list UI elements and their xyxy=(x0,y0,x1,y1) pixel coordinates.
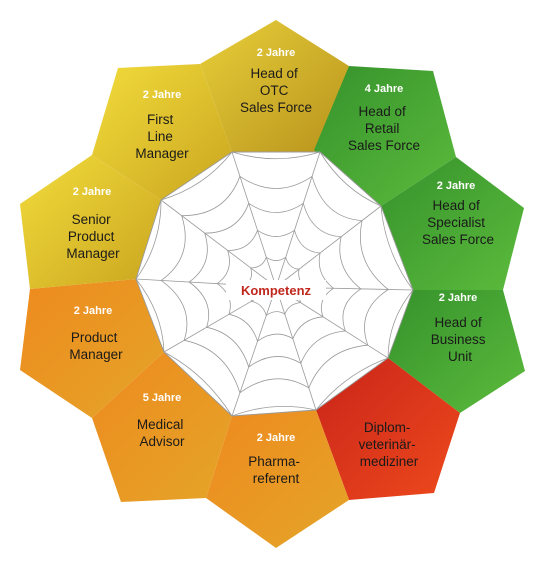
segment-head-otc-line-2: OTC xyxy=(260,83,289,98)
web-rim-scallop xyxy=(380,205,414,291)
svg-text:Pharma- referent: Pharma- referent xyxy=(248,454,304,486)
segment-senior-product-manager-shape xyxy=(20,155,161,289)
web-ring xyxy=(216,229,335,342)
segment-medical-advisor: 5 Jahre Medical Advisor xyxy=(92,352,232,502)
segment-head-specialist-line-2: Specialist xyxy=(427,215,485,230)
segment-first-line-manager-line-3: Manager xyxy=(135,146,189,161)
segment-senior-product-manager-line-3: Manager xyxy=(66,246,120,261)
segment-pharmareferent-shape xyxy=(206,410,349,548)
web-spoke xyxy=(275,286,317,411)
career-segments: 2 Jahre Head of OTC Sales Force 4 Jahre … xyxy=(20,20,525,548)
segment-diplom-veterinaer-line-2: veterinär- xyxy=(359,437,416,452)
svg-text:Diplom- veterinär-: Diplom- veterinär- mediziner xyxy=(359,420,420,469)
svg-text:Head of Specialist: Head of Specialist Sales Force xyxy=(422,198,494,247)
segment-pharmareferent-line-1: Pharma- xyxy=(248,454,300,469)
web-rim-scallop xyxy=(319,151,382,207)
segment-head-retail-duration: 4 Jahre xyxy=(365,83,404,95)
web-spoke xyxy=(275,205,382,288)
svg-text:Medical Advisor: Medical Advisor xyxy=(137,417,187,449)
segment-head-otc-line-3: Sales Force xyxy=(240,100,312,115)
svg-text:First Line Man: First Line Manager xyxy=(135,112,189,161)
segment-head-retail-line-1: Head of xyxy=(358,104,406,119)
segment-senior-product-manager: 2 Jahre Senior Product Manager xyxy=(20,155,161,289)
segment-head-otc-duration: 2 Jahre xyxy=(257,47,296,59)
segment-head-business-unit-duration: 2 Jahre xyxy=(439,292,478,304)
web-rim-scallop xyxy=(315,357,389,411)
segment-head-business-unit-line-1: Head of xyxy=(434,315,482,330)
segment-product-manager-duration: 2 Jahre xyxy=(74,305,113,317)
web-rim-scallop xyxy=(135,278,165,353)
web-spoke xyxy=(160,199,277,288)
segment-senior-product-manager-line-2: Product xyxy=(68,229,115,244)
segment-medical-advisor-line-1: Medical xyxy=(137,417,184,432)
segment-senior-product-manager-line-1: Senior xyxy=(72,212,112,227)
segment-product-manager: 2 Jahre Product Manager xyxy=(20,279,164,418)
segment-first-line-manager-duration: 2 Jahre xyxy=(143,89,182,101)
web-rim-scallop xyxy=(387,289,414,359)
segment-head-specialist: 2 Jahre Head of Specialist Sales Force xyxy=(381,157,524,290)
web-rim-scallop xyxy=(163,351,233,417)
segment-senior-product-manager-duration: 2 Jahre xyxy=(73,186,112,198)
segment-head-specialist-shape xyxy=(381,157,524,290)
center-label-backdrop xyxy=(226,280,326,300)
web-spoke xyxy=(231,286,277,417)
segment-pharmareferent-line-2: referent xyxy=(253,471,300,486)
web-spoke xyxy=(275,151,321,288)
segment-medical-advisor-line-2: Advisor xyxy=(139,434,185,449)
segment-product-manager-line-1: Product xyxy=(71,330,118,345)
segment-product-manager-shape xyxy=(20,279,164,418)
web-rim-scallop xyxy=(231,151,321,160)
segment-head-retail-line-3: Sales Force xyxy=(348,138,420,153)
web-spoke xyxy=(231,151,277,288)
segment-head-retail-shape xyxy=(314,66,456,206)
segment-head-otc: 2 Jahre Head of OTC Sales Force xyxy=(200,20,349,152)
svg-text:Head of OTC Sa: Head of OTC Sales Force xyxy=(240,66,312,115)
segment-first-line-manager-line-1: First xyxy=(147,112,173,127)
svg-text:Head of Business: Head of Business Unit xyxy=(431,315,490,364)
web-rim-scallop xyxy=(231,405,317,417)
segment-diplom-veterinaer-line-1: Diplom- xyxy=(364,420,411,435)
segment-first-line-manager-shape xyxy=(92,64,232,200)
svg-text:Head of Retail: Head of Retail Sales Force xyxy=(348,104,420,153)
svg-text:Product Manager: Product Manager xyxy=(69,330,123,362)
segment-head-business-unit-line-2: Business xyxy=(431,332,486,347)
center-label: Kompetenz xyxy=(241,283,312,298)
segment-head-business-unit-shape xyxy=(388,290,525,413)
segment-pharmareferent-duration: 2 Jahre xyxy=(257,432,296,444)
web-ring xyxy=(160,175,389,394)
segment-head-specialist-line-3: Sales Force xyxy=(422,232,494,247)
segment-head-specialist-duration: 2 Jahre xyxy=(437,180,476,192)
segment-head-retail-line-2: Retail xyxy=(365,121,400,136)
segment-head-otc-shape xyxy=(200,20,349,152)
segment-product-manager-line-2: Manager xyxy=(69,347,123,362)
segment-medical-advisor-shape xyxy=(92,352,232,502)
segment-head-business-unit-line-3: Unit xyxy=(448,349,472,364)
segment-diplom-veterinaer-shape xyxy=(316,358,460,500)
segment-head-retail: 4 Jahre Head of Retail Sales Force xyxy=(314,66,456,206)
segment-first-line-manager-line-2: Line xyxy=(147,129,173,144)
segment-medical-advisor-duration: 5 Jahre xyxy=(143,392,182,404)
svg-text:Senior Product: Senior Product Manager xyxy=(66,212,120,261)
segment-first-line-manager: 2 Jahre First Line Manager xyxy=(92,64,232,200)
segment-head-business-unit: 2 Jahre Head of Business Unit xyxy=(388,290,525,413)
web-ring xyxy=(188,202,362,368)
segment-pharmareferent: 2 Jahre Pharma- referent xyxy=(206,410,349,548)
segment-head-otc-line-1: Head of xyxy=(250,66,298,81)
segment-diplom-veterinaer-line-3: mediziner xyxy=(360,454,419,469)
segment-diplom-veterinaer: Diplom- veterinär- mediziner xyxy=(316,358,460,500)
web-rim-scallop xyxy=(160,151,233,201)
web-rim-scallop xyxy=(135,199,162,280)
segment-head-specialist-line-1: Head of xyxy=(432,198,480,213)
